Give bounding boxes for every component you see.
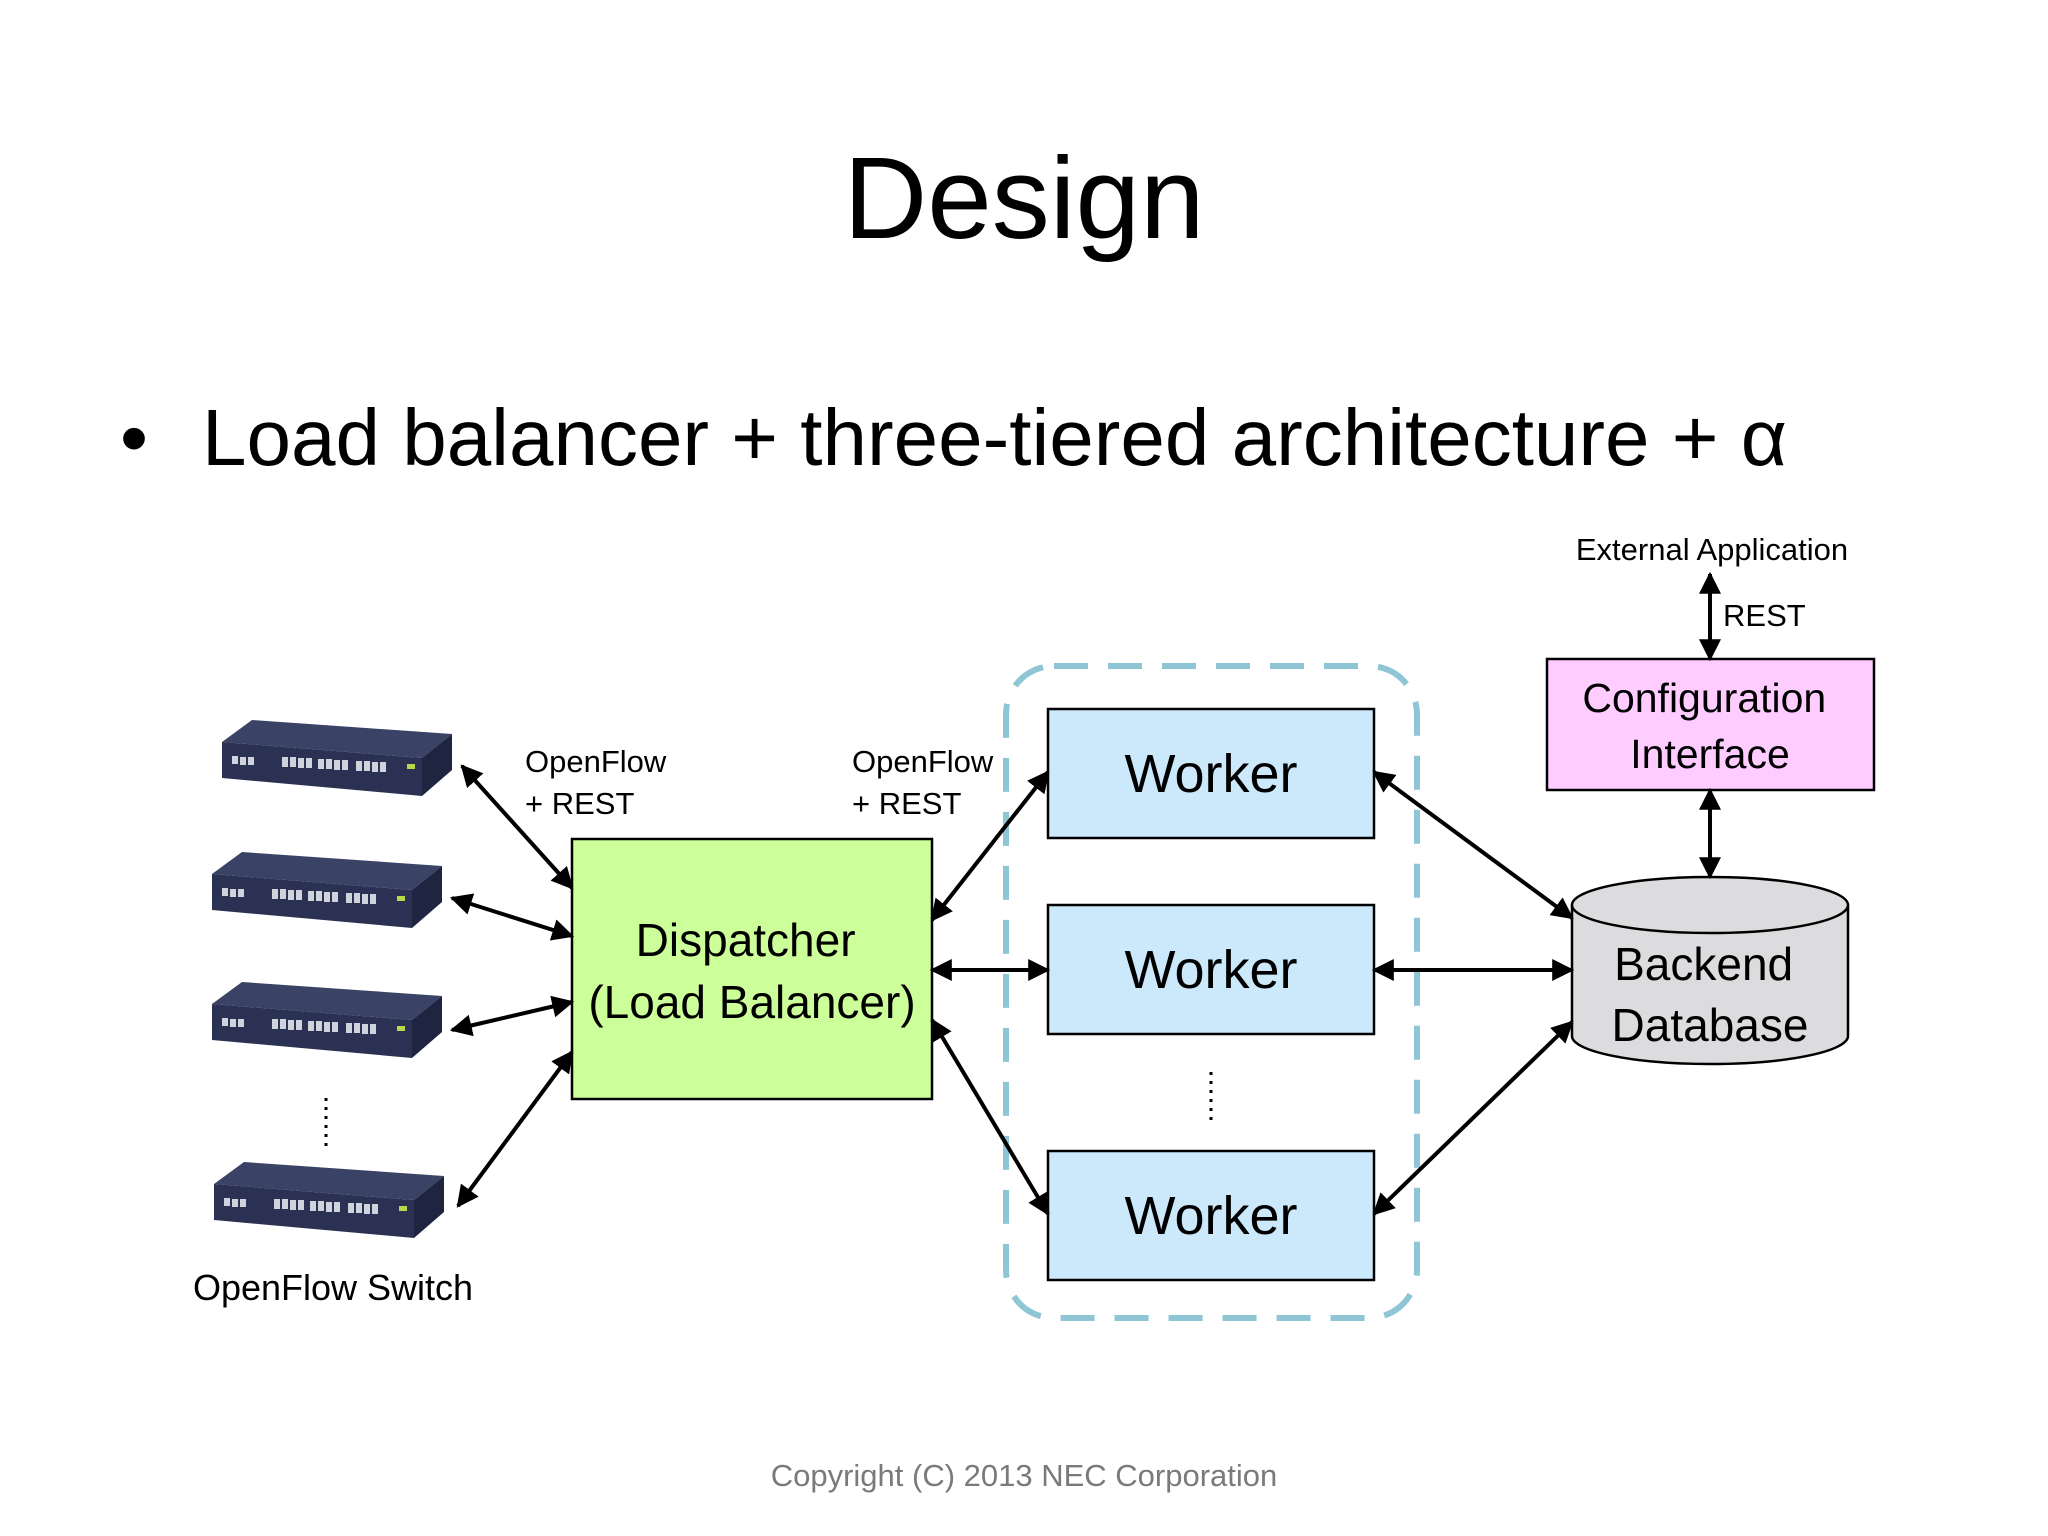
slide-title: Design	[843, 133, 1205, 263]
openflow-switch	[212, 982, 442, 1058]
bullet-marker: •	[120, 393, 149, 482]
arrow-switch2-dispatcher	[449, 893, 575, 941]
arrow-switch3-dispatcher	[449, 995, 575, 1037]
svg-text:Worker: Worker	[1124, 1186, 1297, 1246]
switch-caption: OpenFlow Switch	[193, 1267, 473, 1308]
arrow-worker3-database	[1372, 1020, 1574, 1216]
arrow-worker1-database	[1372, 770, 1574, 920]
dispatcher-box: Dispatcher (Load Balancer)	[570, 837, 934, 1101]
svg-text:Worker: Worker	[1124, 744, 1297, 804]
worker-box: Worker	[1046, 707, 1376, 840]
arrow-switch1-dispatcher	[460, 764, 574, 890]
openflow-switch	[212, 852, 442, 928]
bullet-text: Load balancer + three-tiered architectur…	[202, 393, 1787, 482]
arrow-dispatcher-worker3	[930, 1018, 1050, 1216]
connection-arrows	[449, 571, 1721, 1216]
backend-database-cylinder: Backend Database	[1570, 875, 1850, 1066]
openflow-switch	[214, 1162, 444, 1238]
worker-group-boundary	[1003, 663, 1420, 1321]
worker-box: Worker	[1046, 1149, 1376, 1282]
protocol-label-right: OpenFlow + REST	[852, 744, 1002, 821]
configuration-interface-box: Configuration Interface	[1545, 657, 1876, 792]
bullet-point: • Load balancer + three-tiered architectu…	[120, 388, 1787, 488]
svg-text:Dispatcher (Load Balance: Dispatcher (Load Balancer)	[588, 914, 915, 1028]
arrow-dispatcher-worker1	[930, 770, 1050, 922]
dispatcher-label: Dispatcher	[636, 914, 856, 966]
copyright-footer: Copyright (C) 2013 NEC Corporation	[770, 1458, 1278, 1493]
svg-text:Configuration Interface: Configuration Interface	[1582, 675, 1837, 777]
svg-text:Backend Database: Backend Database	[1612, 938, 1809, 1051]
dispatcher-sublabel: (Load Balancer)	[588, 976, 915, 1028]
arrow-switch4-dispatcher	[456, 1050, 574, 1208]
openflow-switch	[222, 720, 452, 796]
protocol-label-left: OpenFlow + REST	[525, 744, 675, 821]
external-application-label: External Application	[1576, 532, 1848, 567]
external-rest-label: REST	[1723, 598, 1806, 633]
svg-text:Worker: Worker	[1124, 940, 1297, 1000]
worker-box: Worker	[1046, 903, 1376, 1036]
